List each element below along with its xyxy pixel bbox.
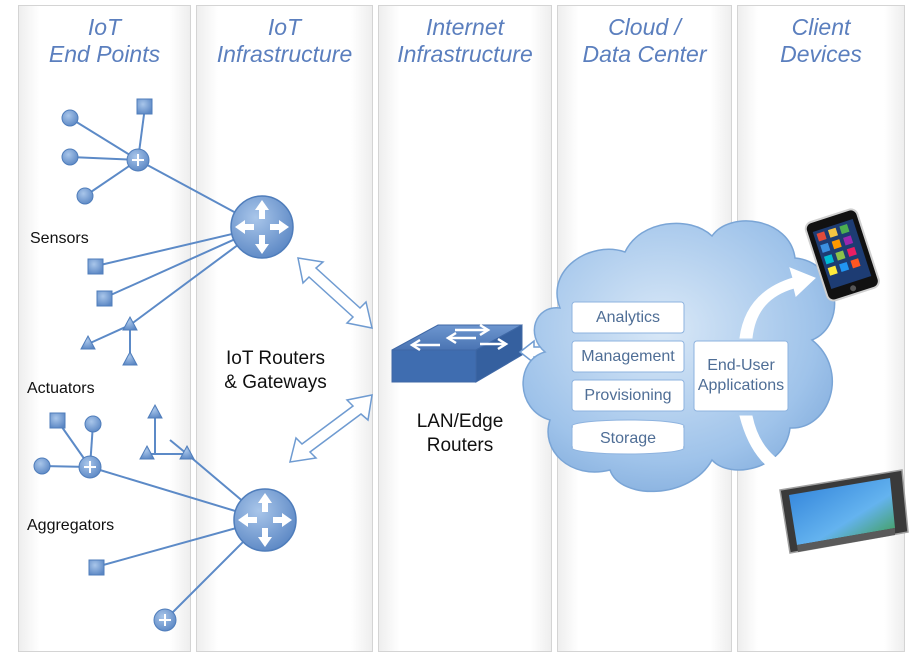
column-title-line2: Devices bbox=[780, 41, 862, 67]
sensor-node bbox=[61, 148, 79, 166]
bottom-hub-icon bbox=[153, 608, 177, 632]
column-title-line2: Infrastructure bbox=[216, 41, 353, 67]
aggregator-node bbox=[80, 334, 96, 350]
lan-edge-label: LAN/Edge Routers bbox=[400, 410, 520, 458]
column-title-line2: Data Center bbox=[582, 41, 707, 67]
analytics-label: Analytics bbox=[595, 309, 661, 326]
column-title-line2: Infrastructure bbox=[397, 41, 533, 67]
smartphone-icon bbox=[804, 208, 880, 302]
applications-box bbox=[693, 340, 789, 412]
column-title-line1: IoT bbox=[267, 14, 302, 40]
storage-label: Storage bbox=[599, 430, 657, 447]
actuators-label: Actuators bbox=[27, 380, 95, 397]
applications-line2: Applications bbox=[697, 377, 785, 394]
management-box bbox=[571, 340, 685, 373]
iot-routers-line1: IoT Routers bbox=[226, 348, 325, 369]
aggregator-node bbox=[139, 444, 155, 460]
actuator-node bbox=[87, 258, 104, 275]
actuator-node bbox=[96, 290, 113, 307]
sensor-node bbox=[61, 109, 79, 127]
column-title-line1: Client bbox=[791, 14, 851, 40]
provisioning-box bbox=[571, 379, 685, 412]
column-internet-infrastructure: Internet Infrastructure bbox=[378, 5, 552, 652]
provisioning-label: Provisioning bbox=[584, 387, 672, 404]
aggregator-node bbox=[122, 315, 138, 331]
sensor-node bbox=[84, 415, 102, 433]
sensors-label: Sensors bbox=[30, 230, 89, 247]
upper-hub-icon bbox=[126, 148, 150, 172]
aggregator-node bbox=[179, 444, 195, 460]
aggregators-label: Aggregators bbox=[27, 517, 115, 534]
column-title: Internet Infrastructure bbox=[379, 14, 551, 68]
iot-routers-line2: & Gateways bbox=[224, 372, 327, 393]
aggregator-node bbox=[122, 350, 138, 366]
column-title: Client Devices bbox=[738, 14, 904, 68]
iot-router-icon bbox=[230, 195, 294, 259]
actuator-node bbox=[88, 559, 105, 576]
lan-edge-line1: LAN/Edge bbox=[416, 411, 504, 432]
sensor-node bbox=[33, 457, 51, 475]
column-title: IoT End Points bbox=[19, 14, 190, 68]
column-title: Cloud / Data Center bbox=[558, 14, 731, 68]
analytics-box bbox=[571, 301, 685, 334]
column-title-line1: Internet bbox=[426, 14, 504, 40]
lan-edge-switch-icon bbox=[391, 323, 523, 383]
column-title-line1: Cloud / bbox=[608, 14, 681, 40]
lan-edge-line2: Routers bbox=[426, 435, 494, 456]
tablet-icon bbox=[779, 469, 909, 554]
applications-label: End-User Applications bbox=[694, 356, 788, 396]
column-title-line1: IoT bbox=[87, 14, 122, 40]
iot-router-icon bbox=[233, 488, 297, 552]
management-label: Management bbox=[581, 348, 675, 365]
storage-cylinder-icon bbox=[571, 419, 685, 455]
iot-routers-label: IoT Routers & Gateways bbox=[213, 347, 338, 395]
actuator-node bbox=[49, 412, 66, 429]
aggregator-node bbox=[147, 403, 163, 419]
actuator-node bbox=[136, 98, 153, 115]
column-title: IoT Infrastructure bbox=[197, 14, 372, 68]
lower-hub-icon bbox=[78, 455, 102, 479]
column-title-line2: End Points bbox=[48, 41, 161, 67]
column-iot-end-points: IoT End Points bbox=[18, 5, 191, 652]
applications-line1: End-User bbox=[707, 357, 775, 374]
double-arrow-icon bbox=[288, 257, 373, 463]
sensor-node bbox=[76, 187, 94, 205]
